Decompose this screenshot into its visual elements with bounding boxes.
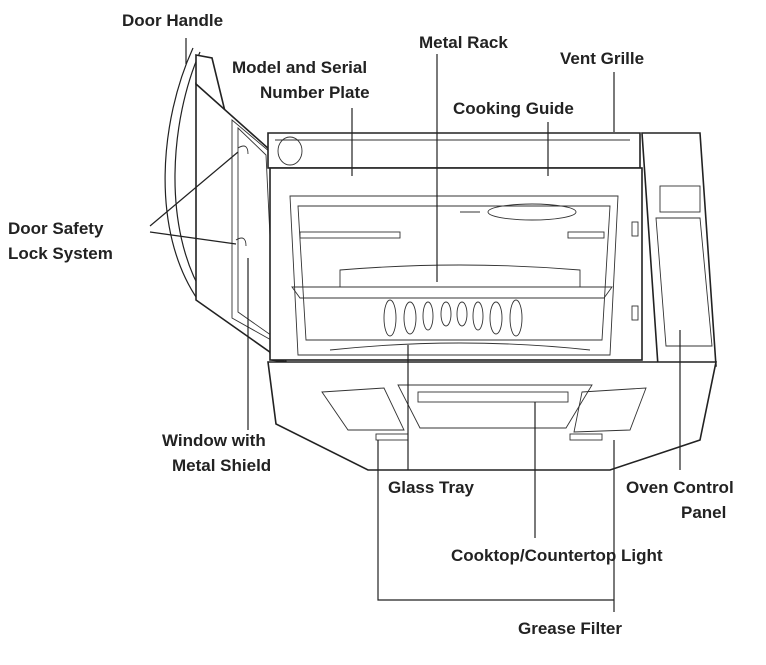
underside [267, 361, 717, 471]
latch-slot-upper [631, 221, 639, 237]
label-cooking-guide: Cooking Guide [453, 99, 574, 118]
leader-lock-lower [149, 231, 237, 245]
glass-tray [329, 342, 591, 351]
rack-back [339, 264, 581, 288]
lock-latch-lower [235, 237, 247, 247]
label-metal-rack: Metal Rack [419, 33, 508, 52]
cavity-inner [297, 205, 611, 341]
label-oven-control-1: Oven Control [626, 478, 734, 497]
label-model-plate-2: Number Plate [260, 83, 370, 102]
right-rail [567, 231, 605, 239]
leader-lock-upper [149, 151, 239, 227]
door-handle-arc [164, 47, 199, 301]
label-grease-filter: Grease Filter [518, 619, 622, 638]
label-oven-control-2: Panel [681, 503, 726, 522]
grease-filter-right [573, 387, 647, 433]
leader-grease-left [377, 440, 614, 601]
label-window-2: Metal Shield [172, 456, 271, 475]
latch-slot-lower [631, 305, 639, 321]
label-door-safety-1: Door Safety [8, 219, 104, 238]
leader-lines [149, 38, 681, 612]
oven-cavity [289, 195, 619, 356]
microwave-illustration [164, 47, 717, 471]
label-cooktop-light: Cooktop/Countertop Light [451, 546, 663, 565]
cooktop-light-housing [397, 384, 593, 429]
labels: Door Handle Metal Rack Model and Serial … [8, 11, 734, 638]
cabinet-front [269, 167, 643, 361]
top-cylinder [277, 136, 303, 166]
grease-filter-left [321, 387, 405, 431]
label-door-handle: Door Handle [122, 11, 223, 30]
filter-tab-right [569, 433, 603, 441]
label-glass-tray: Glass Tray [388, 478, 475, 497]
rack-slots [383, 299, 523, 337]
label-model-plate-1: Model and Serial [232, 58, 367, 77]
label-window-1: Window with [162, 431, 266, 450]
label-vent-grille: Vent Grille [560, 49, 644, 68]
door-handle-arc-inner [174, 51, 205, 297]
lock-latch-upper [237, 145, 249, 155]
control-keypad [655, 217, 713, 347]
cooktop-light-lens [417, 391, 569, 403]
control-display [659, 185, 701, 213]
control-panel-column [641, 132, 717, 367]
cabinet-top [267, 132, 641, 169]
left-rail [299, 231, 401, 239]
label-door-safety-2: Lock System [8, 244, 113, 263]
cavity-light-cover [487, 203, 577, 221]
